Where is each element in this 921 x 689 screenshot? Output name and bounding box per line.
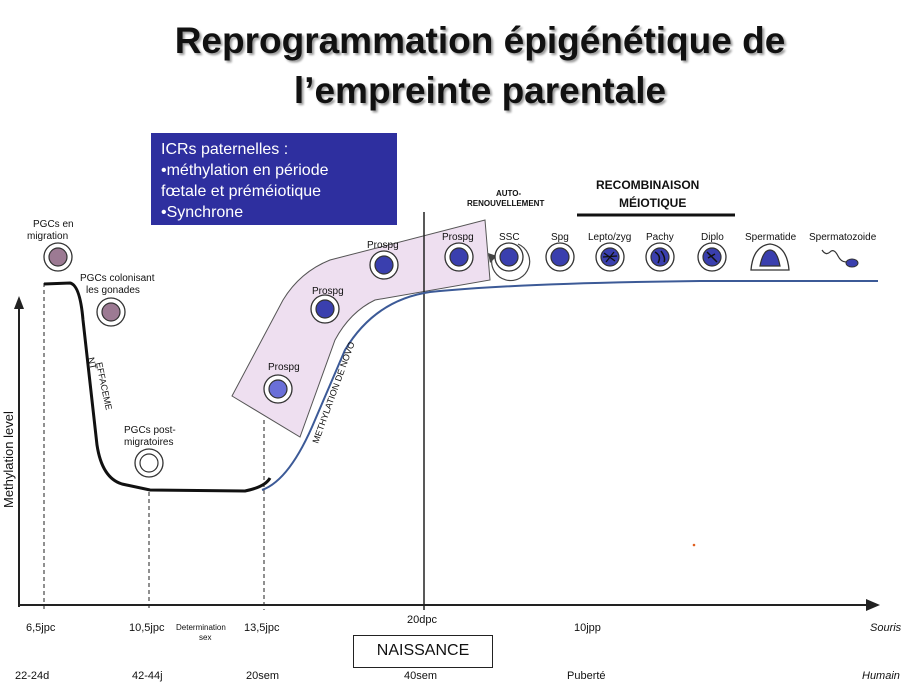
prospg-band (231, 219, 491, 438)
diplo-label: Diplo (701, 232, 724, 243)
y-axis-label: Methylation level (1, 411, 16, 508)
prospg-label-1: Prospg (268, 362, 300, 373)
mouse-t4: 20dpc (407, 614, 437, 626)
spermatozoide-label: Spermatozoide (809, 232, 877, 243)
mouse-t5: 10jpp (574, 622, 601, 634)
auto-renouvellement-label-1: AUTO- (496, 189, 522, 198)
prospg-cell-3 (369, 250, 399, 280)
pgc-colonising-cell (96, 297, 126, 327)
human-t5: Puberté (567, 670, 606, 682)
slide-title-line1: Reprogrammation épigénétique de (174, 20, 786, 61)
prospg-cell-1 (263, 374, 293, 404)
recombinaison-label-2: MÉIOTIQUE (619, 195, 686, 210)
naissance-box: NAISSANCE (353, 635, 493, 668)
icr-line1: ICRs paternelles : (161, 141, 289, 158)
slide-title-line2: l’empreinte parentale (293, 70, 667, 111)
determination-label-1: Determination (176, 623, 226, 632)
icr-paternal-box: ICRs paternelles : •méthylation en pério… (151, 133, 397, 225)
spermatide-label: Spermatide (745, 232, 797, 243)
ssc-cell (494, 242, 524, 272)
icr-line4: •Synchrone (161, 204, 244, 221)
mouse-t1: 6,5jpc (26, 622, 56, 634)
prospg-label-4: Prospg (442, 232, 474, 243)
human-species: Humain (862, 670, 900, 682)
determination-label-2: sex (199, 633, 211, 642)
stray-dot (692, 543, 696, 547)
pgc-post-label-2: migratoires (124, 437, 173, 448)
ssc-label: SSC (499, 232, 520, 243)
recombinaison-label-1: RECOMBINAISON (596, 178, 699, 192)
self-renewal-arrow (491, 243, 531, 282)
pachy-cell (645, 242, 675, 272)
pgc-migration-label-1: PGCs en (33, 219, 74, 230)
human-t4: 40sem (404, 670, 437, 682)
spg-label: Spg (551, 232, 569, 243)
spermatide-cell (750, 243, 790, 271)
auto-renouvellement-label-2: RENOUVELLEMENT (467, 199, 544, 208)
prospg-cell-2 (310, 294, 340, 324)
lepto-zyg-label: Lepto/zyg (588, 232, 631, 243)
prospg-label-2: Prospg (312, 286, 344, 297)
mouse-species: Souris (870, 622, 902, 634)
effacement-label-1: EFFACEME (94, 361, 114, 411)
methylation-curve-blue (261, 280, 878, 491)
diplo-cell (697, 242, 727, 272)
x-axis-arrow (866, 599, 880, 611)
spg-cell (545, 242, 575, 272)
pgc-migration-cell (43, 242, 73, 272)
mouse-t3: 13,5jpc (244, 622, 280, 634)
icr-line2: •méthylation en période (161, 162, 329, 179)
prospg-cell-4 (444, 242, 474, 272)
prospg-label-3: Prospg (367, 240, 399, 251)
pgc-migration-label-2: migration (27, 231, 68, 242)
y-axis-arrow (14, 296, 24, 309)
methylation-curve-black (43, 281, 272, 493)
pgc-post-migratory-cell (134, 448, 164, 478)
pgc-post-label-1: PGCs post- (124, 425, 176, 436)
icr-line3: fœtale et préméiotique (161, 183, 322, 200)
spermatozoide-cell (821, 249, 859, 268)
lepto-zyg-cell (595, 242, 625, 272)
pgc-colonising-label-1: PGCs colonisant (80, 273, 155, 284)
human-t1: 22-24d (15, 670, 49, 682)
mouse-t2: 10,5jpc (129, 622, 165, 634)
effacement-label-2: NT (86, 356, 98, 370)
human-t3: 20sem (246, 670, 279, 682)
pachy-label: Pachy (646, 232, 674, 243)
human-t2: 42-44j (132, 670, 163, 682)
pgc-colonising-label-2: les gonades (86, 285, 140, 296)
